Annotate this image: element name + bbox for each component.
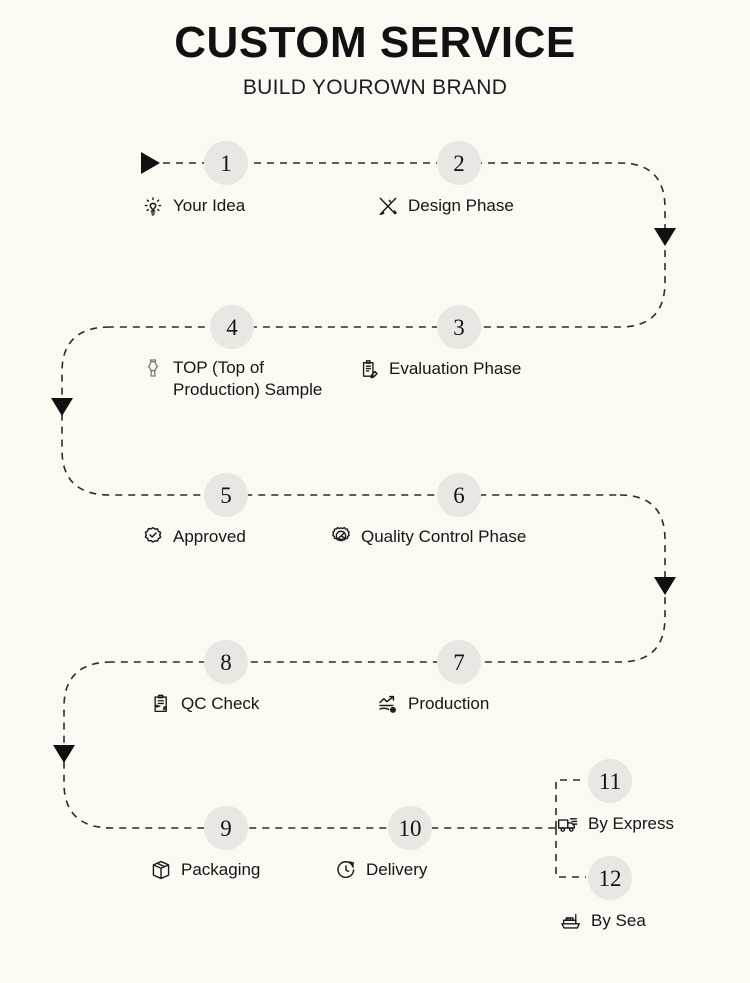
arrow-down-right-1-icon	[654, 228, 676, 246]
step-badge-9: 9	[204, 806, 248, 850]
arrow-down-right-2-icon	[654, 577, 676, 595]
step-label-text-9: Packaging	[181, 860, 261, 879]
step-label-12: By Sea	[558, 908, 646, 934]
step-label-text-3: Evaluation Phase	[389, 359, 522, 378]
flow-path-branch-express	[555, 779, 586, 828]
step-badge-3: 3	[437, 305, 481, 349]
step-badge-1: 1	[204, 141, 248, 185]
page-title: CUSTOM SERVICE	[174, 18, 576, 67]
step-label-text-12: By Sea	[591, 911, 646, 930]
flow-path-row3-row4	[112, 494, 666, 663]
step-badge-8: 8	[204, 640, 248, 684]
flow-path-row1-row2	[110, 162, 666, 328]
arrow-down-left-1-icon	[51, 398, 73, 416]
step-badge-2: 2	[437, 141, 481, 185]
step-label-1: Your Idea	[140, 193, 245, 219]
step-badge-7: 7	[437, 640, 481, 684]
clipboard-pencil-icon	[356, 356, 382, 382]
header: CUSTOM SERVICE BUILD YOUROWN BRAND	[0, 0, 750, 100]
ship-icon	[558, 908, 584, 934]
step-label-text-1: Your Idea	[173, 196, 246, 215]
flow-path-row2-row3	[61, 326, 620, 496]
step-label-7: Production	[375, 691, 489, 717]
step-label-text-8: QC Check	[181, 694, 260, 713]
step-label-text-10: Delivery	[366, 860, 428, 879]
step-badge-11: 11	[588, 759, 632, 803]
step-label-text-11: By Express	[588, 814, 674, 833]
step-label-text-4: TOP (Top of Production) Sample	[173, 358, 323, 399]
step-label-text-5: Approved	[173, 527, 246, 546]
step-badge-4: 4	[210, 305, 254, 349]
step-badge-12: 12	[588, 856, 632, 900]
clock-arrow-icon	[333, 857, 359, 883]
step-label-8: QC Check	[148, 691, 259, 717]
badge-check-icon	[140, 524, 166, 550]
step-badge-6: 6	[437, 473, 481, 517]
step-label-2: Design Phase	[375, 193, 514, 219]
step-badge-10: 10	[388, 806, 432, 850]
arrow-down-left-2-icon	[53, 745, 75, 763]
lightbulb-icon	[140, 193, 166, 219]
step-label-text-6: Quality Control Phase	[361, 527, 527, 546]
mannequin-icon	[140, 355, 166, 381]
page-subtitle: BUILD YOUROWN BRAND	[242, 76, 508, 100]
step-label-text-2: Design Phase	[408, 196, 514, 215]
step-label-6: Quality Control Phase	[328, 524, 526, 550]
trend-chart-icon	[375, 691, 401, 717]
step-label-3: Evaluation Phase	[356, 356, 521, 382]
arrow-start-right-icon	[141, 152, 160, 174]
step-label-9: Packaging	[148, 857, 260, 883]
pencil-ruler-icon	[375, 193, 401, 219]
step-label-text-7: Production	[408, 694, 490, 713]
step-label-4: TOP (Top of Production) Sample	[140, 355, 325, 401]
gear-icon	[328, 524, 354, 550]
clipboard-list-icon	[148, 691, 174, 717]
flow-path-branch-sea	[555, 828, 586, 878]
truck-icon	[555, 811, 581, 837]
flow-path-row4-row5	[63, 661, 556, 829]
step-label-11: By Express	[555, 811, 674, 837]
step-label-10: Delivery	[333, 857, 427, 883]
box-icon	[148, 857, 174, 883]
step-label-5: Approved	[140, 524, 246, 550]
step-badge-5: 5	[204, 473, 248, 517]
flow-arrowheads	[51, 152, 676, 763]
